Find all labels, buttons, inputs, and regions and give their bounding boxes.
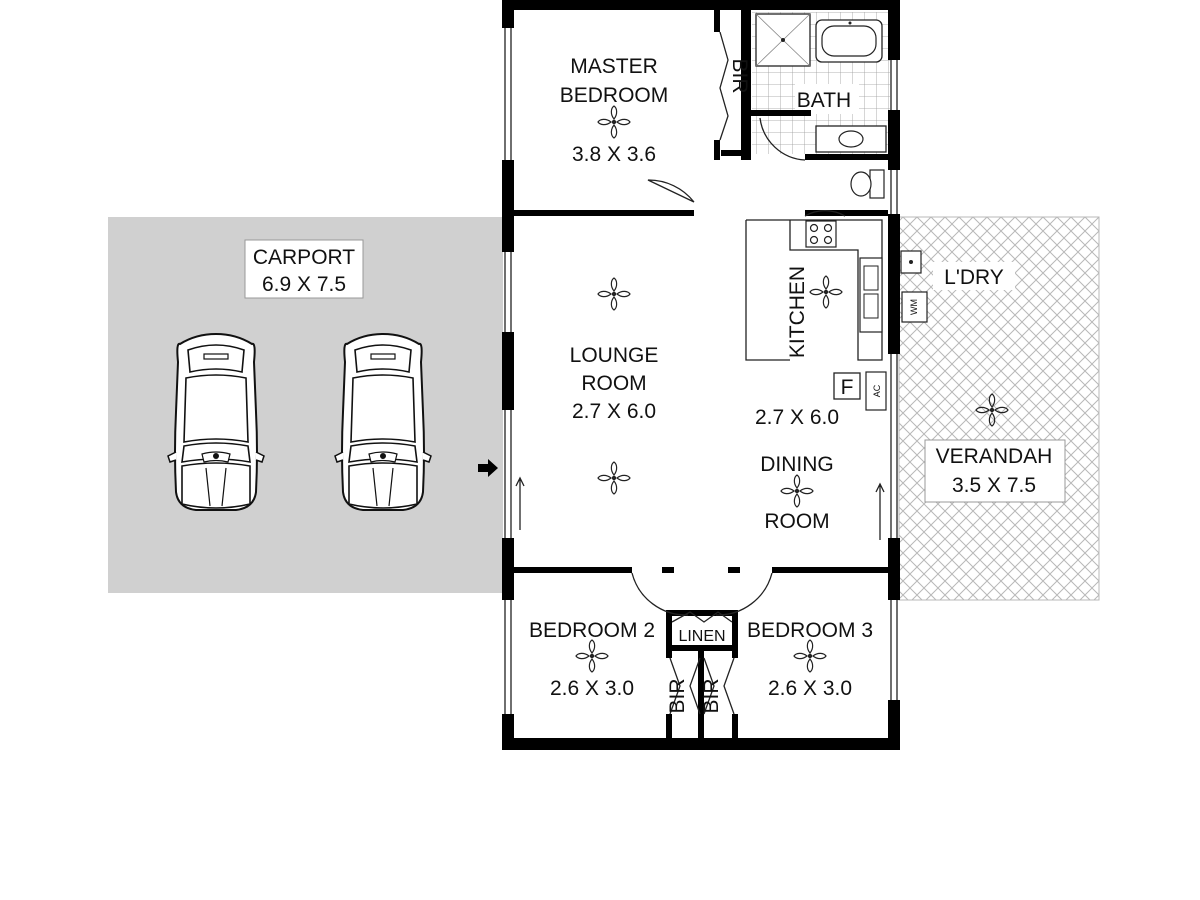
lounge-name-1: LOUNGE xyxy=(570,344,659,367)
bedroom3-name: BEDROOM 3 xyxy=(747,619,873,642)
verandah-name: VERANDAH xyxy=(936,445,1053,468)
dining-name-1: DINING xyxy=(760,453,834,476)
lounge-fan-icon-top xyxy=(597,277,631,311)
cooktop-icon xyxy=(805,220,837,248)
car-icon-right xyxy=(334,333,432,511)
dining-size: 2.7 X 6.0 xyxy=(755,406,839,429)
laundry-label: L'DRY xyxy=(944,266,1004,289)
master-bedroom-size: 3.8 X 3.6 xyxy=(572,143,656,166)
carport-name: CARPORT xyxy=(253,246,355,269)
bedroom2-bir-label: BIR xyxy=(666,678,689,713)
bedroom2-fan-icon xyxy=(575,639,609,673)
bedroom3-fan-icon xyxy=(793,639,827,673)
fridge-label: F xyxy=(841,376,854,399)
ac-label: AC xyxy=(872,384,882,397)
lounge-name-2: ROOM xyxy=(581,372,646,395)
master-bir-label: BIR xyxy=(728,58,751,93)
carport-size: 6.9 X 7.5 xyxy=(262,273,346,296)
kitchen-fan-icon xyxy=(809,275,843,309)
master-bedroom-name-2: BEDROOM xyxy=(560,84,669,107)
lounge-size: 2.7 X 6.0 xyxy=(572,400,656,423)
wm-label: WM xyxy=(909,299,919,315)
entry-arrow-icon xyxy=(478,459,498,477)
linen-label: LINEN xyxy=(678,628,725,645)
bedroom3-bir-label: BIR xyxy=(700,678,723,713)
master-bedroom-fan-icon xyxy=(597,105,631,139)
dining-fan-icon xyxy=(780,474,814,508)
washing-machine-icon xyxy=(901,291,928,323)
dining-name-2: ROOM xyxy=(764,510,829,533)
fridge-box xyxy=(833,372,861,400)
bath-label: BATH xyxy=(797,89,851,112)
toilet-icon xyxy=(869,169,885,199)
ac-box xyxy=(865,371,887,411)
lounge-fan-icon-bottom xyxy=(597,461,631,495)
master-bedroom-name-1: MASTER xyxy=(570,55,658,78)
bedroom2-size: 2.6 X 3.0 xyxy=(550,677,634,700)
bedroom3-size: 2.6 X 3.0 xyxy=(768,677,852,700)
car-icon-left xyxy=(167,333,265,511)
bedroom2-name: BEDROOM 2 xyxy=(529,619,655,642)
kitchen-label: KITCHEN xyxy=(786,266,809,358)
verandah-size: 3.5 X 7.5 xyxy=(952,474,1036,497)
